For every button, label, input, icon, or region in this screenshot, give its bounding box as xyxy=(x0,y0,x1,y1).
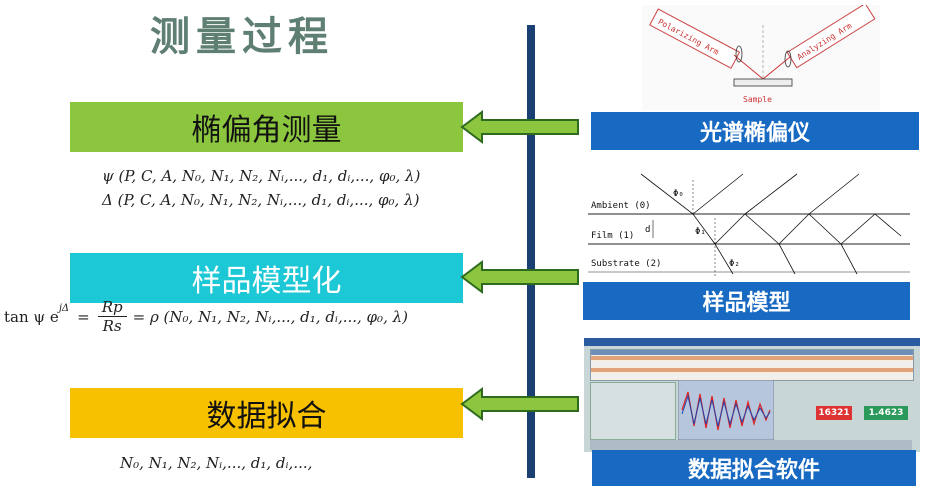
formula-rho-fraction: Rp Rs xyxy=(97,298,127,335)
phi2-label: Φ₂ xyxy=(729,259,740,269)
film-label: Film (1) xyxy=(591,231,634,241)
software-title-bar xyxy=(584,338,920,346)
page-title: 测量过程 xyxy=(150,14,334,60)
stage-label: 数据拟合 xyxy=(206,399,327,434)
formula-rho-numerator: Rp xyxy=(97,298,127,317)
stage-ellipsometric-angle-measurement: 椭偏角测量 xyxy=(70,102,463,152)
formula-rho: tan ψ e jΔ = Rp Rs = ρ (N₀, N₁, N₂, Nᵢ,.… xyxy=(4,298,408,335)
arrow-left-icon xyxy=(460,110,579,144)
caption-fitting-software: 数据拟合软件 xyxy=(592,450,916,486)
fitting-software-screenshot: 16321 1.4623 xyxy=(584,338,920,452)
arrow-left-icon xyxy=(460,260,579,294)
caption-sample-model: 样品模型 xyxy=(583,282,910,320)
sample-label: Sample xyxy=(743,95,772,104)
formula-fit-params: N₀, N₁, N₂, Nᵢ,..., d₁, dᵢ,..., xyxy=(120,454,313,472)
formula-delta: Δ (P, C, A, N₀, N₁, N₂, Nᵢ,..., d₁, dᵢ,.… xyxy=(102,191,420,209)
software-table xyxy=(590,349,914,381)
thin-film-model: Ambient (0) Film (1) Substrate (2) d Φ₀ … xyxy=(583,172,910,282)
ellipsometer-drawing: Polarizing Arm Analyzing Arm Sample xyxy=(649,5,876,104)
ellipsometer-schematic: Polarizing Arm Analyzing Arm Sample xyxy=(642,5,880,110)
formula-rho-sup: jΔ xyxy=(58,303,70,314)
phi0-label: Φ₀ xyxy=(673,189,684,199)
stage-label: 样品模型化 xyxy=(191,264,342,299)
substrate-label: Substrate (2) xyxy=(591,259,661,269)
vertical-divider xyxy=(527,25,535,478)
stage-label: 椭偏角测量 xyxy=(191,113,342,148)
fitting-plot xyxy=(678,380,774,440)
thin-film-drawing: Ambient (0) Film (1) Substrate (2) d Φ₀ … xyxy=(588,173,910,276)
stage-data-fitting: 数据拟合 xyxy=(70,388,463,438)
software-readout-left: 16321 xyxy=(816,406,852,420)
ambient-label: Ambient (0) xyxy=(591,201,651,211)
arrow-left-icon xyxy=(460,387,579,421)
phi1-label: Φ₁ xyxy=(695,227,706,237)
thickness-label: d xyxy=(645,225,650,235)
formula-psi: ψ (P, C, A, N₀, N₁, N₂, Nᵢ,..., d₁, dᵢ,.… xyxy=(102,167,421,185)
caption-spectroscopic-ellipsometer: 光谱椭偏仪 xyxy=(591,112,919,150)
stage-sample-modeling: 样品模型化 xyxy=(70,253,463,303)
formula-rho-left: tan ψ e xyxy=(4,307,59,326)
software-options-panel xyxy=(590,382,676,440)
software-readout-right: 1.4623 xyxy=(864,406,908,420)
software-toolbar xyxy=(590,440,912,450)
formula-rho-eq: = xyxy=(77,307,90,326)
formula-rho-denominator: Rs xyxy=(102,317,122,335)
formula-rho-right: = ρ (N₀, N₁, N₂, Nᵢ,..., d₁, dᵢ,..., φ₀,… xyxy=(132,307,408,326)
